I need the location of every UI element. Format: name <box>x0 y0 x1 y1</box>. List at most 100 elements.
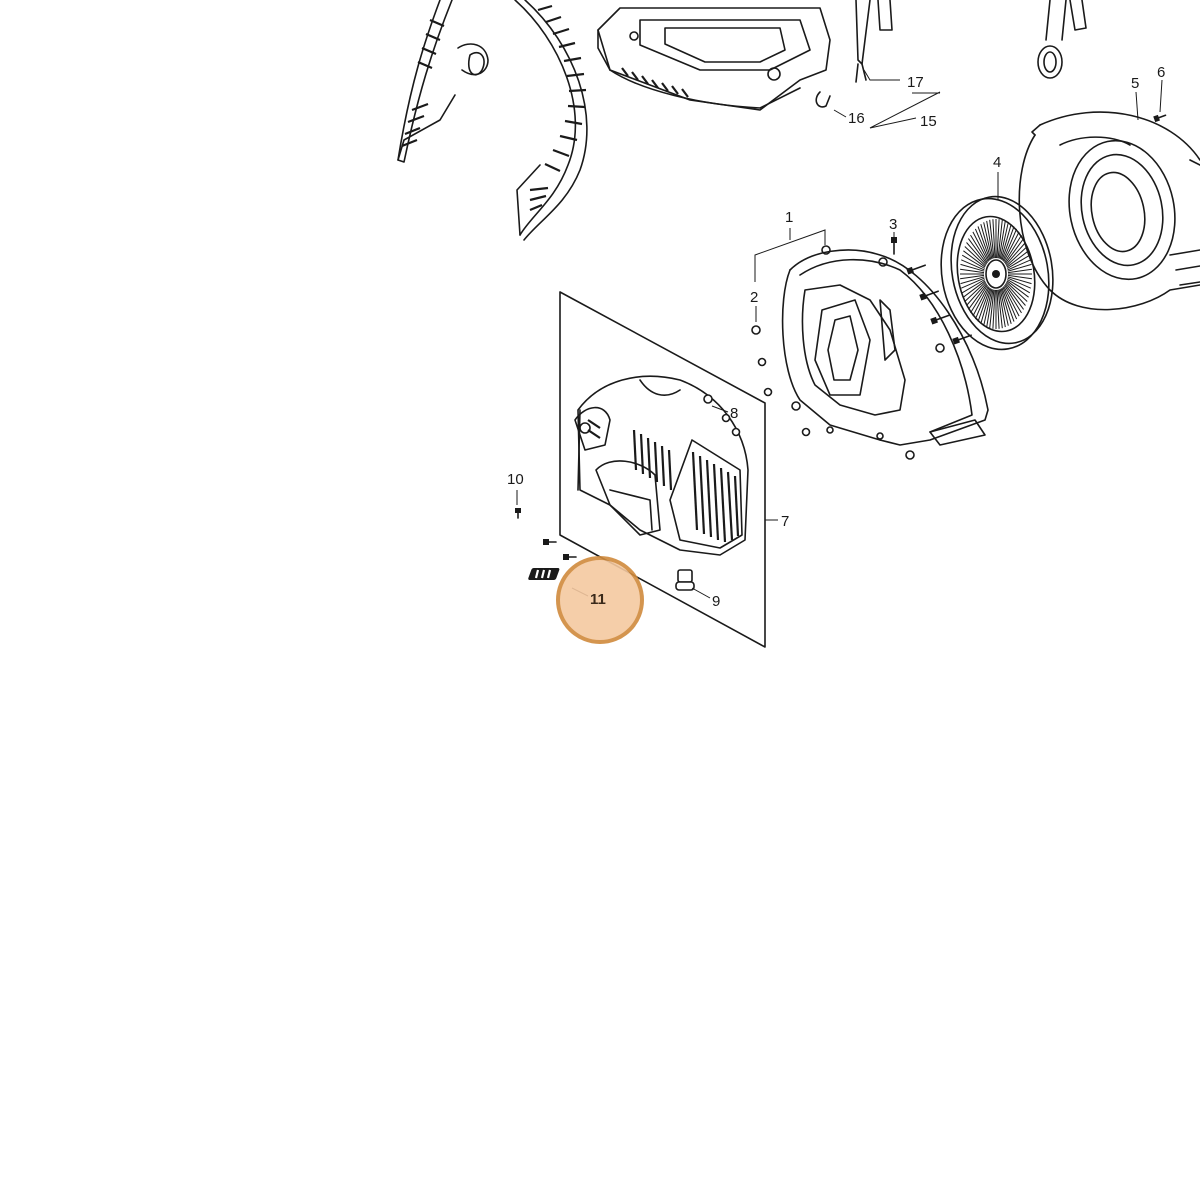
shroud-box <box>559 291 766 648</box>
impeller-blade <box>983 222 993 260</box>
impeller-blade <box>1006 280 1029 298</box>
callout-7[interactable]: 7 <box>781 513 789 530</box>
impeller-blade <box>964 281 986 302</box>
impeller-blade <box>999 222 1009 260</box>
shroud <box>574 375 749 556</box>
callout-6[interactable]: 6 <box>1157 64 1165 81</box>
impeller-blade <box>983 288 993 326</box>
callout-5[interactable]: 5 <box>1131 75 1139 92</box>
frame-ribs <box>401 4 587 212</box>
impeller-blade <box>997 289 1003 329</box>
impeller-blade <box>977 287 991 322</box>
callout-11[interactable]: 11 <box>590 591 606 608</box>
shroud-vents <box>587 419 740 543</box>
impeller-blade <box>1007 274 1032 280</box>
impeller-blade <box>986 220 994 259</box>
callout-1[interactable]: 1 <box>785 209 793 226</box>
callout-3[interactable]: 3 <box>889 216 897 233</box>
impeller-blade <box>1004 285 1022 314</box>
impeller-blade <box>964 246 986 267</box>
carrier-tank <box>597 0 1087 111</box>
backplate-frame <box>397 0 588 241</box>
callouts: 1 2 3 4 5 6 7 8 9 10 11 15 16 17 <box>507 64 1165 610</box>
fan-housing <box>781 245 989 460</box>
impeller-blade <box>1007 277 1031 289</box>
highlight-marker[interactable] <box>556 556 644 644</box>
part-11-clip <box>528 568 560 580</box>
impeller-blade <box>1007 259 1031 271</box>
impeller-blade <box>1006 246 1028 267</box>
impeller-blade <box>1006 281 1028 302</box>
impeller-blade <box>1007 268 1032 274</box>
impeller-blade <box>961 254 985 269</box>
impeller-blade <box>970 285 988 314</box>
callout-2[interactable]: 2 <box>750 289 758 306</box>
impeller-blade <box>1006 250 1029 268</box>
impeller-blade <box>1003 286 1020 317</box>
impeller-blade <box>1007 254 1031 269</box>
impeller-blade <box>989 289 995 329</box>
impeller-blade <box>986 289 994 328</box>
grommet <box>675 569 695 591</box>
callout-16[interactable]: 16 <box>848 110 865 127</box>
impeller-blades <box>960 219 1032 329</box>
impeller-blade <box>992 289 996 329</box>
impeller-blade <box>1000 224 1012 260</box>
impeller-blade <box>1007 279 1031 294</box>
impeller-blade <box>974 228 990 262</box>
impeller-blade <box>967 284 988 310</box>
callout-9[interactable]: 9 <box>712 593 720 610</box>
callout-15[interactable]: 15 <box>920 113 937 130</box>
impeller-blade <box>960 263 985 272</box>
impeller-blade <box>1001 226 1015 261</box>
impeller-blade <box>967 238 988 264</box>
impeller-blade <box>1004 284 1025 310</box>
impeller <box>940 195 1054 351</box>
impeller-blade <box>974 286 990 320</box>
impeller-blade <box>1001 287 1015 322</box>
callout-10[interactable]: 10 <box>507 471 524 488</box>
callout-8[interactable]: 8 <box>730 405 738 422</box>
leader-lines <box>516 69 1163 599</box>
impeller-blade <box>972 231 989 262</box>
impeller-blade <box>996 219 1000 259</box>
impeller-blade <box>1002 286 1018 320</box>
impeller-blade <box>960 268 985 274</box>
impeller-blade <box>1004 238 1025 264</box>
callout-17[interactable]: 17 <box>907 74 924 91</box>
impeller-blade <box>997 219 1003 259</box>
impeller-blade <box>966 282 987 306</box>
blower-housing <box>1018 111 1200 311</box>
impeller-blade <box>1005 242 1026 266</box>
impeller-blade <box>992 219 996 259</box>
impeller-blade <box>980 288 992 324</box>
impeller-blade <box>989 219 995 259</box>
impeller-blade <box>996 289 1000 329</box>
impeller-blade <box>977 226 991 261</box>
impeller-blade <box>966 242 987 266</box>
impeller-blade <box>998 289 1006 328</box>
impeller-blade <box>1003 231 1020 262</box>
impeller-blade <box>998 220 1006 259</box>
impeller-blade <box>970 234 988 263</box>
impeller-blade <box>1002 228 1018 262</box>
impeller-blade <box>1004 234 1022 263</box>
screws <box>751 114 1167 437</box>
impeller-blade <box>963 280 986 298</box>
impeller-blade <box>1007 263 1032 272</box>
small-parts <box>515 508 695 591</box>
impeller-blade <box>963 250 986 268</box>
impeller-blade <box>960 274 985 280</box>
callout-4[interactable]: 4 <box>993 154 1001 171</box>
impeller-blade <box>1007 276 1032 285</box>
impeller-blade <box>961 259 985 271</box>
impeller-blade <box>999 288 1009 326</box>
impeller-blade <box>1000 288 1012 324</box>
impeller-blade <box>980 224 992 260</box>
impeller-blade <box>961 277 985 289</box>
impeller-blade <box>972 286 989 317</box>
impeller-blade <box>1005 282 1026 306</box>
impeller-blade <box>960 276 985 285</box>
impeller-blade <box>961 279 985 294</box>
